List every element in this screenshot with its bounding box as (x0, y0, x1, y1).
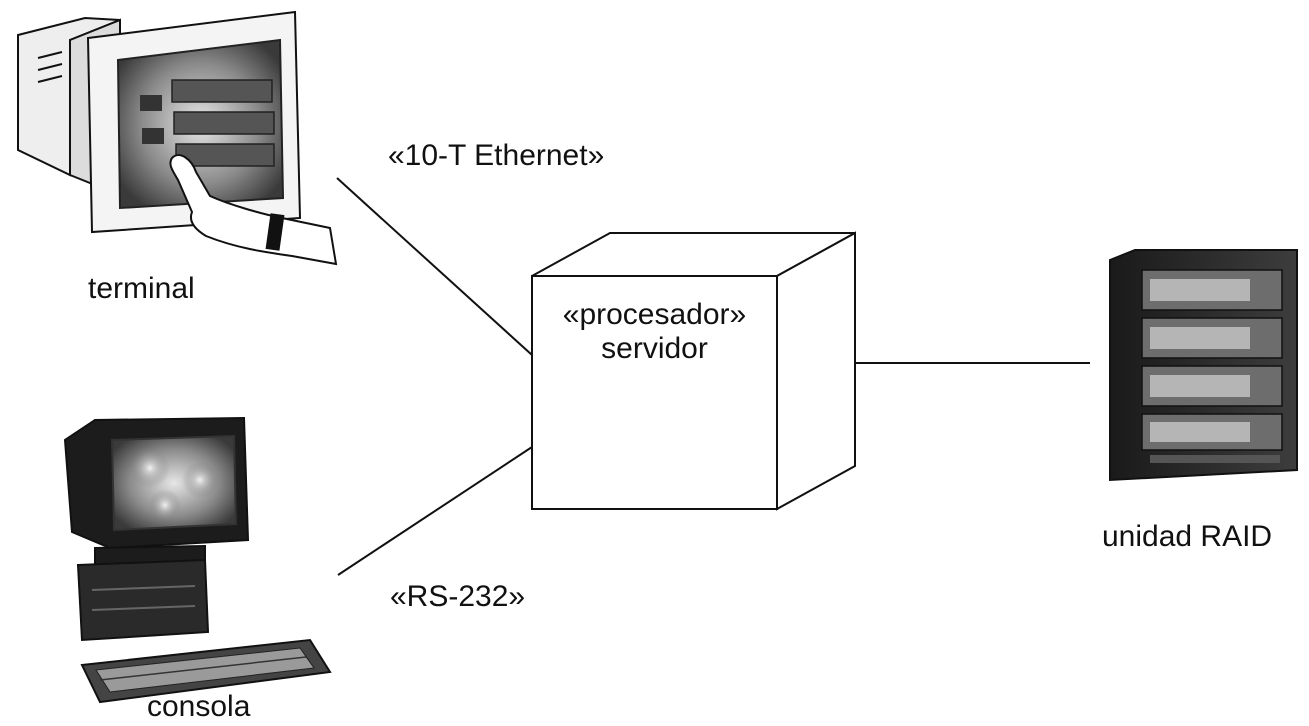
raid-storage-icon[interactable] (1109, 249, 1298, 482)
consola-label: consola (147, 690, 251, 723)
ethernet-connection-label: «10-T Ethernet» (388, 139, 605, 172)
rs232-connection (337, 446, 533, 576)
server-stereotype: «procesador» (562, 298, 747, 331)
terminal-label: terminal (88, 272, 195, 305)
server-name: servidor (601, 332, 708, 365)
desktop-computer-icon[interactable] (63, 416, 332, 704)
raid-label: unidad RAID (1102, 520, 1273, 553)
ethernet-connection (336, 177, 533, 356)
rs232-connection-label: «RS-232» (390, 580, 526, 613)
server-node-cube[interactable] (531, 231, 856, 511)
touchscreen-terminal-icon[interactable] (17, 10, 338, 266)
